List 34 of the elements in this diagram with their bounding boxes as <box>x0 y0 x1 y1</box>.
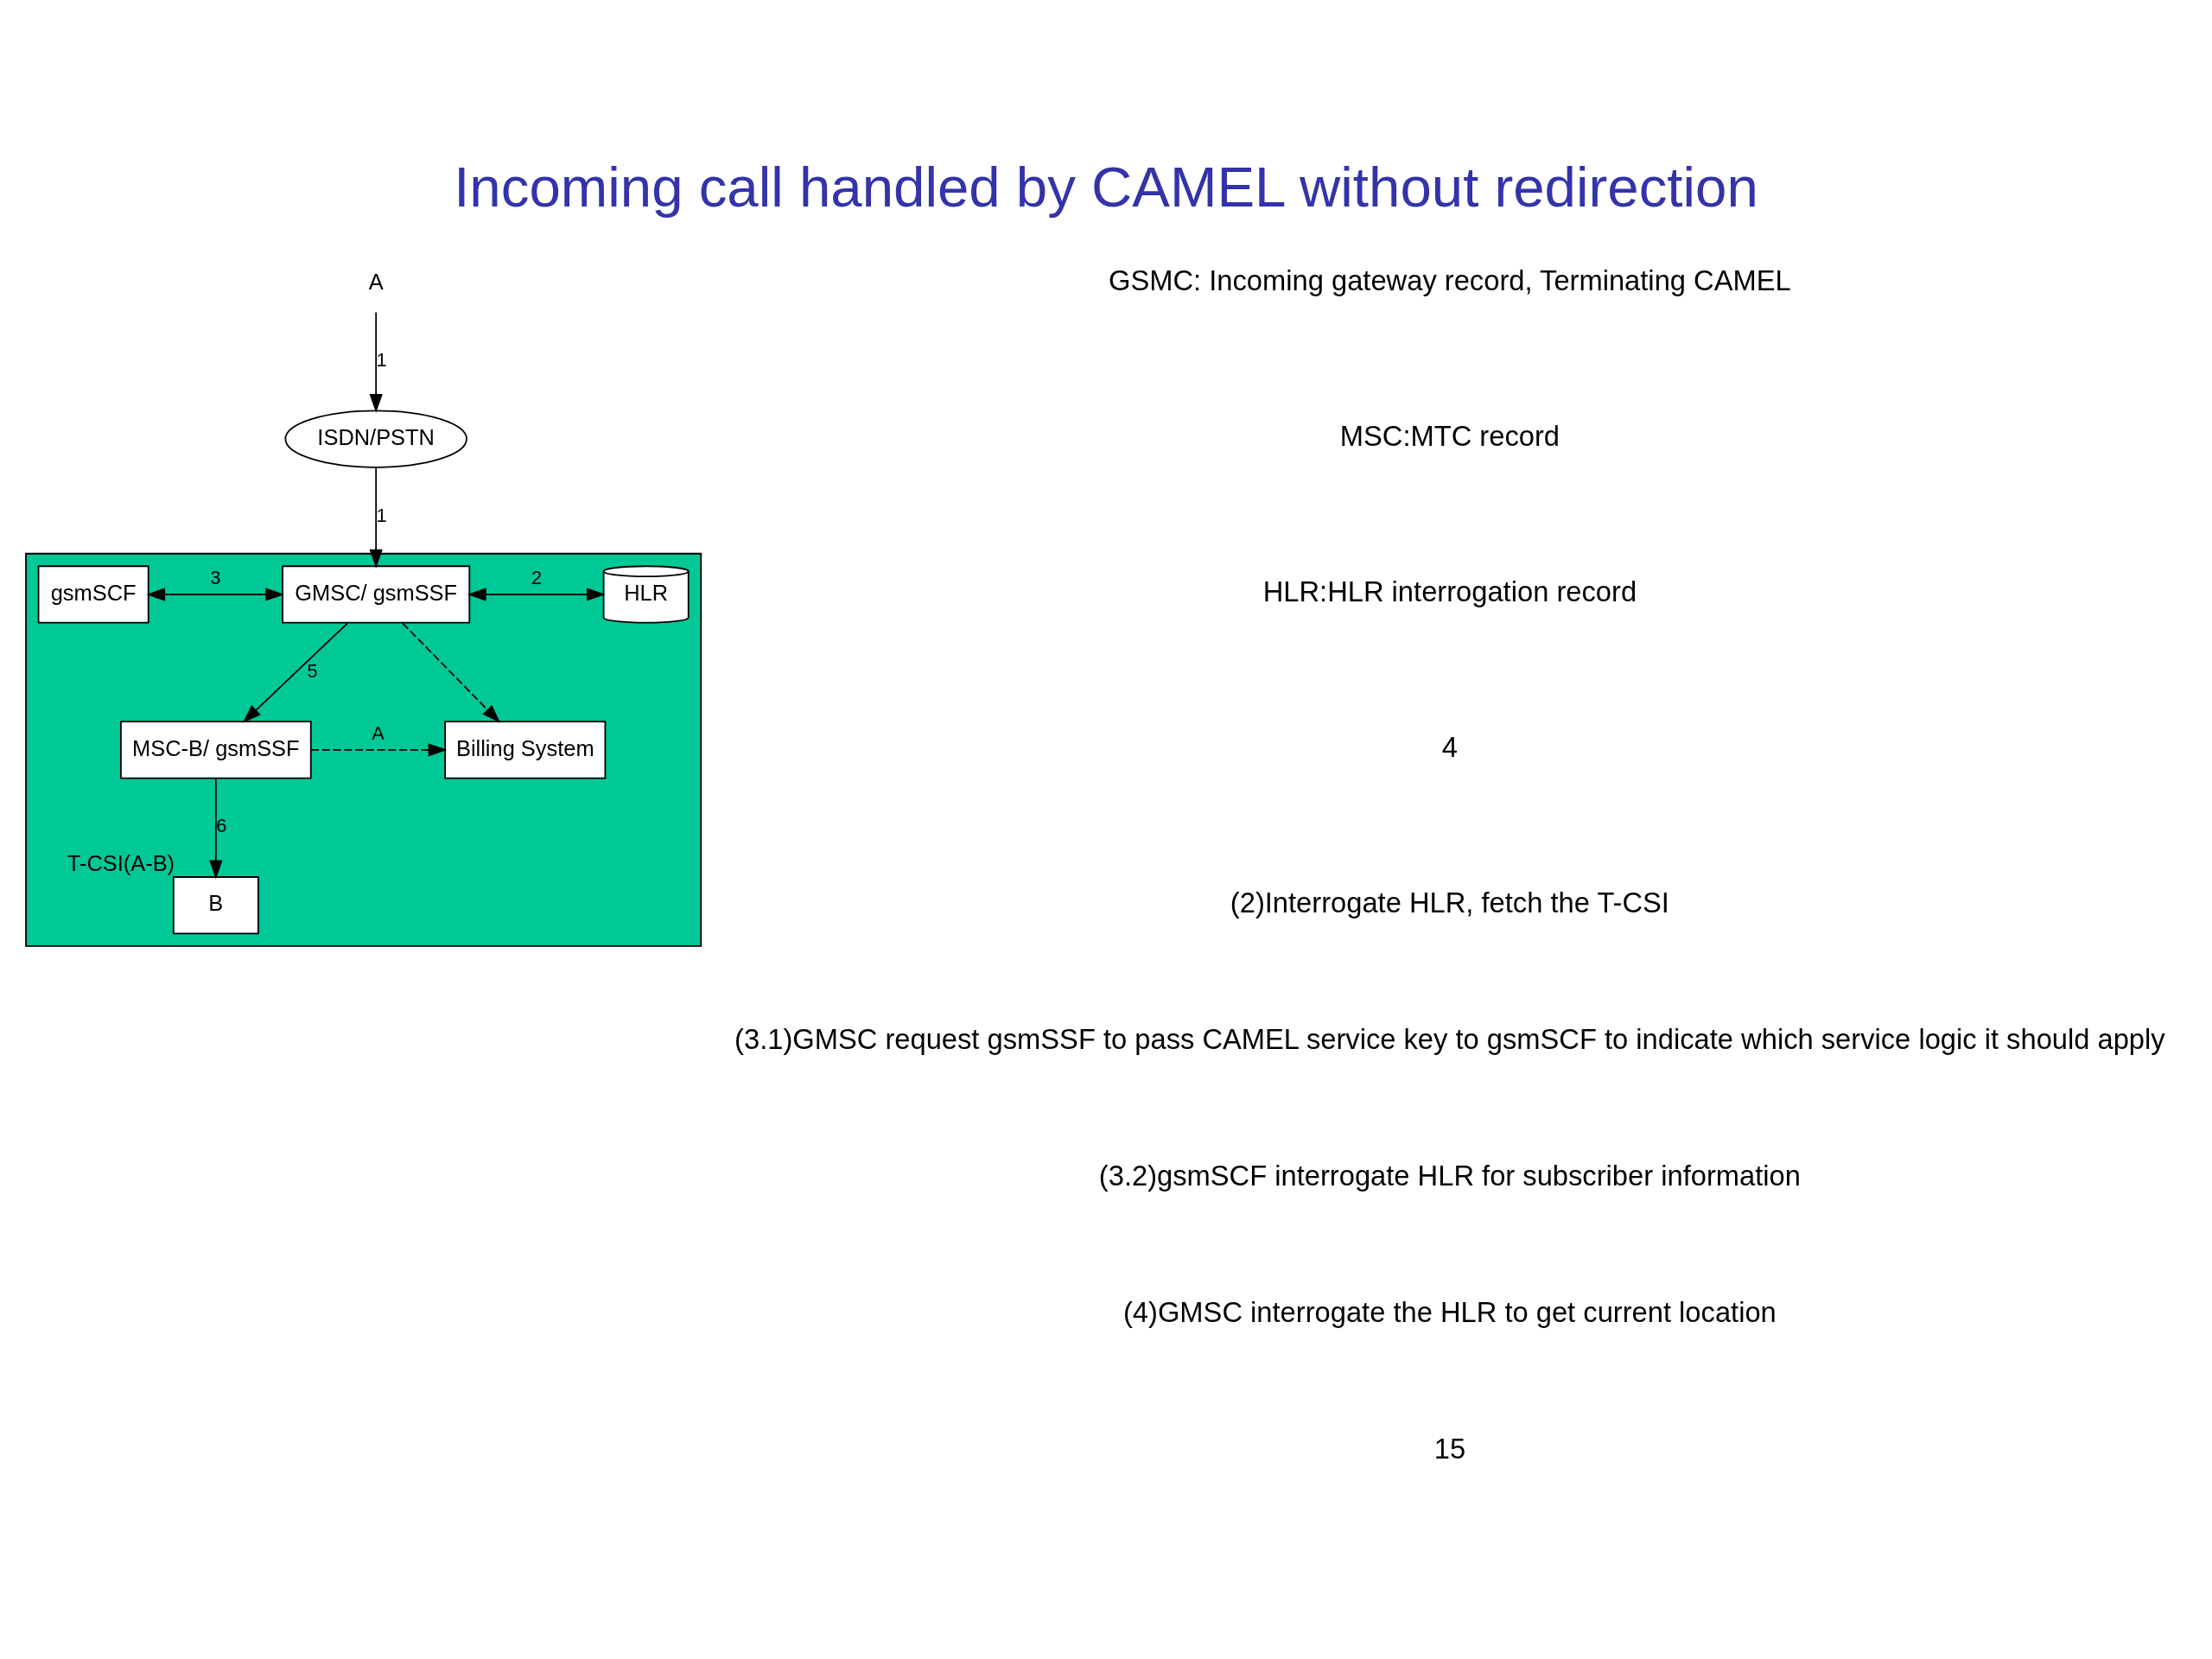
node-box: GMSC/ gsmSSF <box>282 564 471 624</box>
label: (3.2)gsmSCF interrogate HLR for subscriber information <box>1098 1159 1801 1192</box>
label: GSMC: Incoming gateway record, Terminating CAMEL <box>1109 264 1791 296</box>
edge-label: 3 <box>210 566 221 588</box>
arrow <box>242 621 348 723</box>
node-text: A <box>368 269 384 294</box>
arrow <box>310 742 448 756</box>
label: (2)Interrogate HLR, fetch the T-CSI <box>1230 886 1669 918</box>
node-box: Billing System <box>444 720 607 779</box>
label: 4 <box>1441 730 1458 763</box>
cluster <box>25 552 702 947</box>
arrow <box>146 587 285 601</box>
edge-label: 2 <box>531 566 543 588</box>
arrow <box>467 587 606 601</box>
node-box: gsmSCF <box>37 564 149 624</box>
node-box: B <box>172 875 259 934</box>
label: (4)GMSC interrogate the HLR to get current location <box>1122 1295 1777 1328</box>
arrow <box>209 777 223 879</box>
label: MSC:MTC record <box>1339 419 1560 452</box>
edge-label: 6 <box>216 814 227 836</box>
label: 15 <box>1433 1432 1466 1465</box>
node-label: T-CSI(A-B) <box>67 850 175 875</box>
edge-label: 1 <box>376 348 387 371</box>
diagram-title: Incoming call handled by CAMEL without redirection <box>454 155 1758 219</box>
edge-label: 5 <box>307 659 318 682</box>
arrow <box>402 621 501 723</box>
label: HLR:HLR interrogation record <box>1262 575 1637 607</box>
edge-label: 1 <box>376 504 387 526</box>
label: (3.1)GMSC request gsmSSF to pass CAMEL service key to gsmSCF to indicate which service logic it should apply <box>734 1022 2165 1055</box>
arrow <box>369 311 383 413</box>
edge-label: A <box>372 721 385 744</box>
arrow <box>369 467 383 569</box>
node-ellipse: ISDN/PSTN <box>284 410 467 468</box>
node-box: MSC-B/ gsmSSF <box>120 720 312 779</box>
